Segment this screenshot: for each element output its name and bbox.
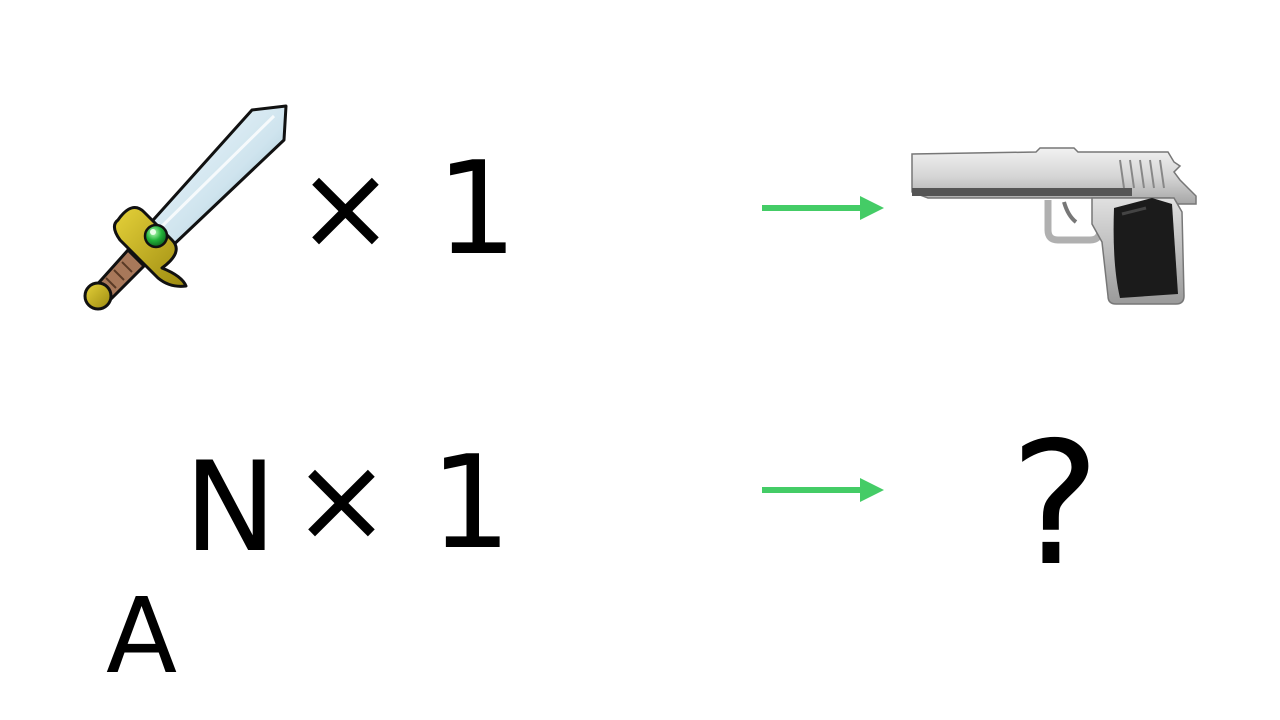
- unknown-result-question-mark: ?: [1010, 406, 1101, 604]
- sword-icon: [78, 100, 294, 316]
- option-label: A: [106, 575, 178, 697]
- multiply-sign: ×: [292, 430, 391, 568]
- unknown-item-variable: N: [184, 436, 277, 580]
- pistol-icon: [906, 144, 1206, 312]
- arrow-right-icon: [762, 476, 888, 504]
- quantity-label: 1: [436, 135, 518, 284]
- quantity-label: 1: [430, 429, 512, 578]
- arrow-right-icon: [762, 194, 888, 222]
- multiply-sign: ×: [296, 138, 395, 276]
